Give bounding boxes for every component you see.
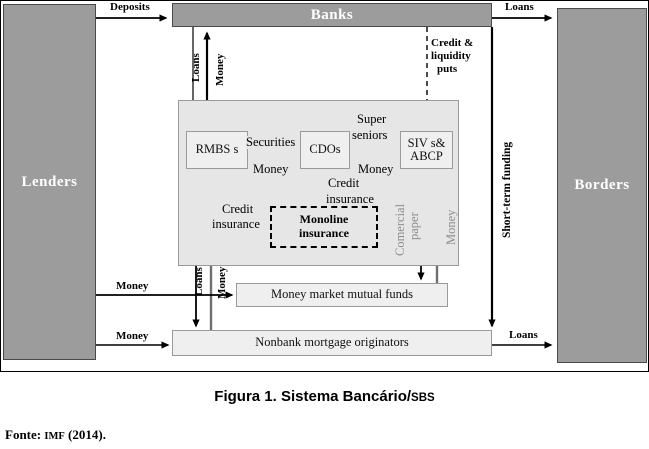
entity-money-market-mutual-funds: Money market mutual funds [236, 283, 448, 307]
flow-label-credit-insurance-rmbs-line1: Credit [222, 202, 254, 216]
flow-label-short-term-funding: Short-term funding [501, 141, 513, 238]
flow-label-comercial-paper-line1: Comercial [393, 203, 407, 256]
actor-banks: Banks [172, 3, 492, 27]
flow-label-money-lenders-mmmf: Money [116, 280, 149, 292]
entity-nmo-label: Nonbank mortgage originators [255, 335, 409, 350]
flow-label-loans-nmo-borders: Loans [509, 329, 538, 341]
entity-nonbank-mortgage-originators: Nonbank mortgage originators [172, 330, 492, 356]
flow-label-money-lenders-nmo: Money [116, 330, 149, 342]
actor-borders-label: Borders [574, 177, 630, 193]
flow-label-credit-insurance-cdos-line2: insurance [326, 192, 374, 206]
entity-siv-abcp: SIV s& ABCP [400, 131, 453, 169]
flow-label-securities: Securities [246, 135, 296, 150]
actor-lenders: Lenders [3, 4, 96, 360]
entity-cdos-label: CDOs [309, 142, 341, 157]
figure-source-prefix: Fonte: [5, 427, 45, 442]
flow-label-money-vertical-banks: Money [214, 53, 226, 86]
figure-source: Fonte: IMF (2014). [5, 427, 106, 443]
flow-label-loans-banks-borders: Loans [505, 1, 534, 13]
figure-source-smallcaps: IMF [44, 431, 65, 442]
flow-label-comercial-paper-line2: paper [407, 212, 421, 240]
flow-label-money-siv-to-cdos: Money [358, 162, 394, 176]
flow-label-deposits: Deposits [110, 1, 150, 13]
entity-rmbs-label: RMBS s [195, 142, 239, 157]
actor-banks-label: Banks [310, 6, 354, 23]
flow-label-credit-insurance-cdos-line1: Credit [328, 176, 360, 190]
entity-monoline-label-line1: Monoline [299, 212, 349, 227]
entity-cdos: CDOs [300, 131, 350, 169]
flow-label-loans-rmbs-nmo: Loans [193, 267, 205, 296]
figure-caption-smallcaps: SBS [411, 392, 435, 404]
flow-label-money-mmmf-to-siv: Money [444, 209, 458, 245]
entity-monoline-insurance: Monoline insurance [270, 206, 378, 248]
flow-label-credit-liquidity-puts-line3: puts [437, 63, 458, 75]
entity-siv-label-line1: SIV s& [407, 135, 446, 150]
flow-label-credit-liquidity-puts-line1: Credit & [431, 37, 474, 49]
figure-source-suffix: (2014). [64, 427, 106, 442]
actor-lenders-label: Lenders [21, 173, 78, 190]
flow-label-loans-vertical-banks: Loans [190, 53, 202, 82]
figure-caption: Figura 1. Sistema Bancário/SBS [0, 388, 649, 405]
entity-siv-label-line2: ABCP [410, 149, 443, 163]
figure-caption-main: Figura 1. Sistema Bancário/ [214, 388, 412, 405]
flow-label-credit-insurance-rmbs-line2: insurance [212, 217, 260, 231]
entity-monoline-label-line2: insurance [298, 226, 349, 240]
entity-mmmf-label: Money market mutual funds [271, 287, 413, 302]
entity-rmbs: RMBS s [186, 131, 248, 169]
flow-label-money-nmo-rmbs: Money [216, 266, 228, 299]
actor-borders: Borders [557, 8, 647, 363]
flow-label-super-seniors-line1: Super [357, 112, 387, 126]
flow-label-super-seniors-line2: seniors [352, 128, 388, 142]
flow-label-money-cdos-to-rmbs: Money [253, 162, 289, 176]
flow-label-credit-liquidity-puts-line2: liquidity [431, 50, 471, 62]
shadow-banking-container [178, 100, 459, 266]
